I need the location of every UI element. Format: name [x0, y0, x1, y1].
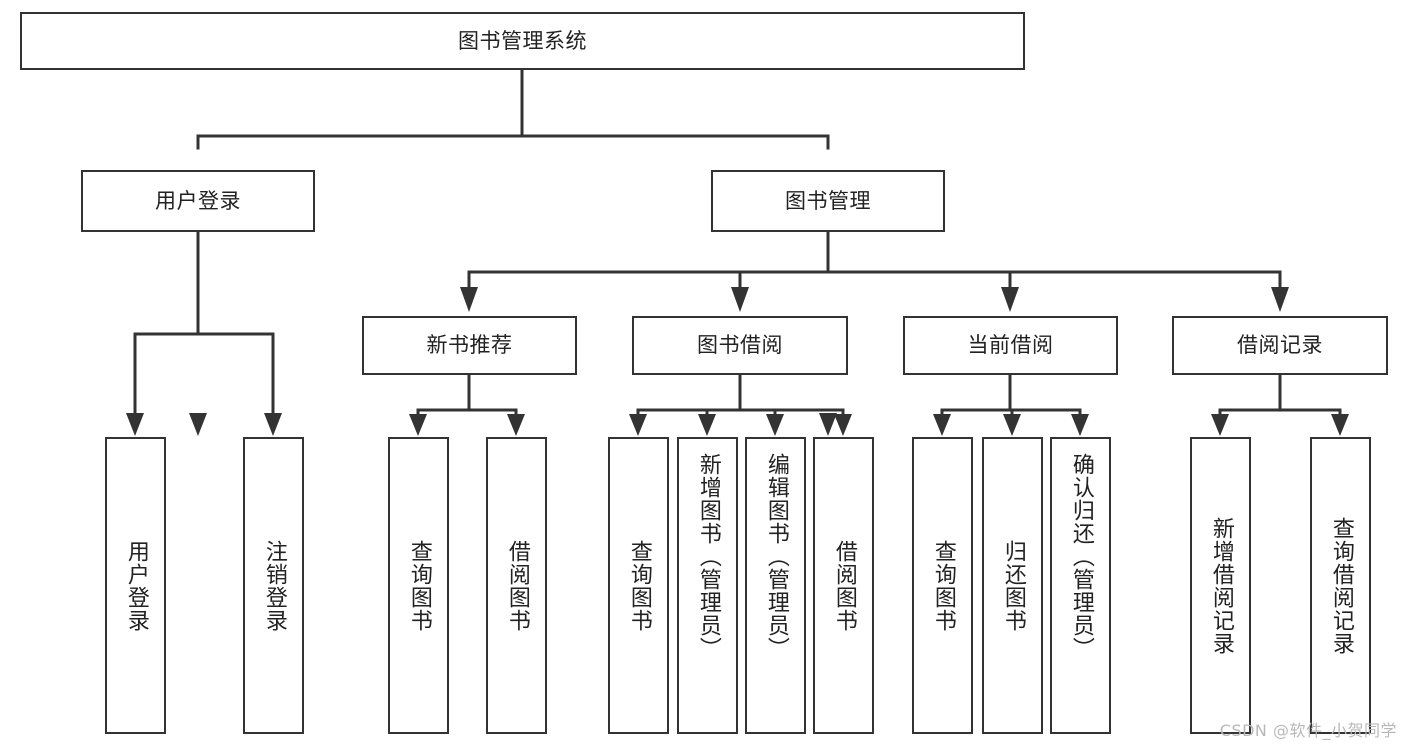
node-current-borrow-label: 当前借阅	[967, 333, 1054, 358]
node-book-borrow-label: 图书借阅	[697, 333, 783, 358]
node-user-login-label: 用户登录	[155, 188, 241, 213]
node-user-login[interactable]: 用户登录	[81, 170, 315, 232]
leaf-node-label: 借阅图书	[831, 539, 857, 632]
leaf-node[interactable]: 查询借阅记录	[1310, 437, 1371, 734]
leaf-node-label: 归还图书	[1000, 539, 1026, 632]
leaf-node[interactable]: 查询图书	[912, 437, 973, 734]
leaf-node[interactable]: 编辑图书（管理员）	[745, 437, 806, 734]
leaf-node-label: 查询图书	[406, 539, 432, 632]
node-current-borrow[interactable]: 当前借阅	[903, 316, 1118, 375]
leaf-node-label: 注销登录	[261, 539, 287, 632]
leaf-node-label: 用户登录	[123, 539, 149, 632]
leaf-node[interactable]: 新增图书（管理员）	[677, 437, 738, 734]
node-book-management[interactable]: 图书管理	[711, 170, 945, 232]
leaf-node[interactable]: 借阅图书	[813, 437, 874, 734]
leaf-node[interactable]: 查询图书	[388, 437, 449, 734]
node-book-management-label: 图书管理	[785, 188, 871, 213]
node-new-book-recommend[interactable]: 新书推荐	[362, 316, 577, 375]
leaf-node-label: 编辑图书（管理员）	[763, 453, 789, 660]
leaf-node[interactable]: 注销登录	[243, 437, 304, 734]
leaf-node[interactable]: 归还图书	[982, 437, 1043, 734]
leaf-node[interactable]: 查询图书	[608, 437, 669, 734]
node-borrow-record[interactable]: 借阅记录	[1172, 316, 1388, 375]
node-new-book-recommend-label: 新书推荐	[426, 333, 513, 358]
node-book-borrow[interactable]: 图书借阅	[632, 316, 848, 375]
leaf-node-label: 确认归还（管理员）	[1068, 453, 1094, 660]
leaf-node[interactable]: 新增借阅记录	[1190, 437, 1251, 734]
leaf-node[interactable]: 用户登录	[105, 437, 166, 734]
node-borrow-record-label: 借阅记录	[1237, 333, 1323, 358]
leaf-node-label: 查询图书	[930, 539, 956, 632]
leaf-node-label: 新增图书（管理员）	[695, 453, 721, 660]
leaf-node-label: 查询借阅记录	[1328, 516, 1354, 655]
leaf-node-label: 新增借阅记录	[1208, 516, 1234, 655]
leaf-node[interactable]: 确认归还（管理员）	[1050, 437, 1111, 734]
node-root[interactable]: 图书管理系统	[20, 12, 1025, 70]
arrowheads	[126, 287, 1349, 436]
node-root-label: 图书管理系统	[458, 28, 587, 53]
leaf-node[interactable]: 借阅图书	[486, 437, 547, 734]
leaf-node-label: 借阅图书	[504, 539, 530, 632]
leaf-node-label: 查询图书	[626, 539, 652, 632]
